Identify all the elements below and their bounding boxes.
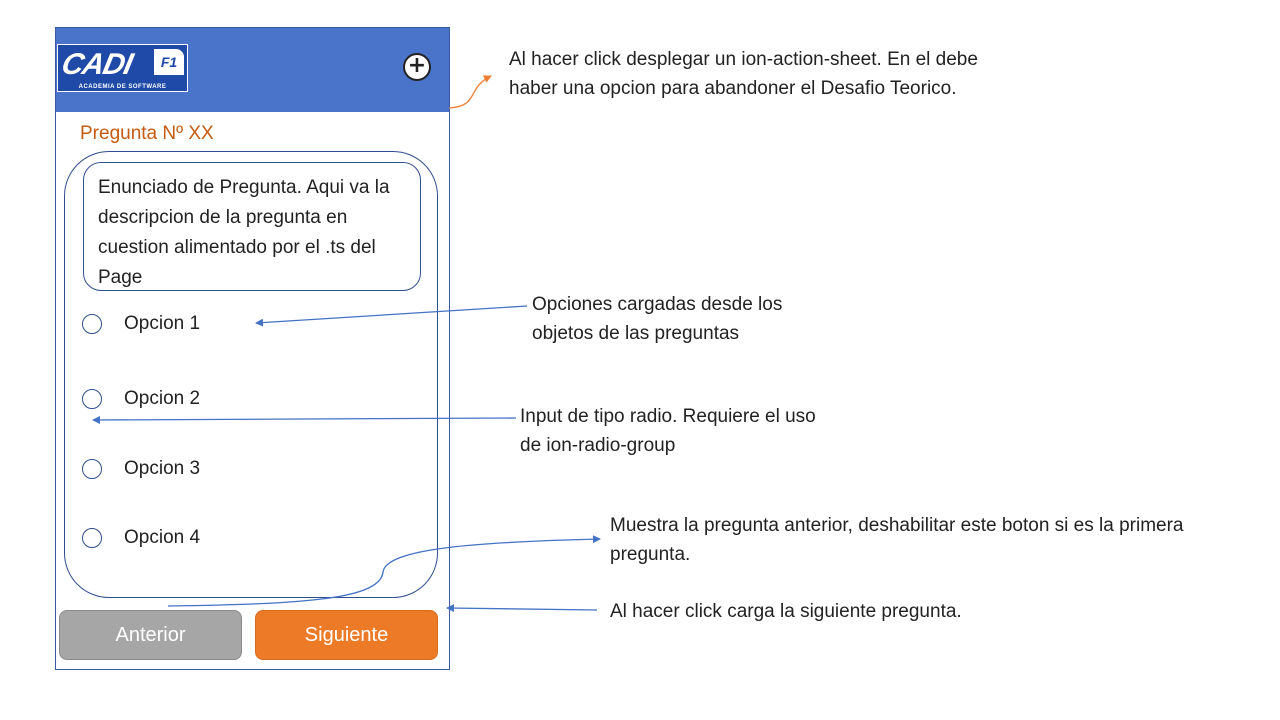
option-3[interactable]: Opcion 3 xyxy=(82,456,200,482)
option-2[interactable]: Opcion 2 xyxy=(82,386,200,412)
radio-icon[interactable] xyxy=(82,459,102,479)
annotation-options-loaded: Opciones cargadas desde los objetos de l… xyxy=(532,294,783,344)
logo-subtitle: ACADEMIA DE SOFTWARE xyxy=(78,84,167,90)
question-statement: Enunciado de Pregunta. Aqui va la descri… xyxy=(83,162,421,291)
option-label: Opcion 4 xyxy=(124,527,201,548)
option-4[interactable]: Opcion 4 xyxy=(82,525,200,551)
connector-action-sheet xyxy=(448,75,492,109)
radio-icon[interactable] xyxy=(82,528,102,548)
option-label: Opcion 3 xyxy=(124,458,201,479)
annotation-next-button: Al hacer click carga la siguiente pregun… xyxy=(610,601,962,622)
logo-badge: F1 xyxy=(154,49,184,75)
plus-icon[interactable]: + xyxy=(403,53,431,81)
radio-icon[interactable] xyxy=(82,314,102,334)
phone-mockup: CADI F1 ACADEMIA DE SOFTWARE + Pregunta … xyxy=(55,27,450,670)
logo-text: CADI xyxy=(58,48,135,81)
previous-button[interactable]: Anterior xyxy=(59,610,242,660)
connector-next xyxy=(446,604,598,613)
option-label: Opcion 2 xyxy=(124,388,201,409)
annotation-radio-input: Input de tipo radio. Requiere el uso de … xyxy=(520,406,816,456)
app-header: CADI F1 ACADEMIA DE SOFTWARE + xyxy=(56,28,449,112)
question-title: Pregunta Nº XX xyxy=(80,123,214,144)
annotation-previous-button: Muestra la pregunta anterior, deshabilit… xyxy=(610,515,1184,565)
option-1[interactable]: Opcion 1 xyxy=(82,311,200,337)
option-label: Opcion 1 xyxy=(124,313,201,334)
radio-icon[interactable] xyxy=(82,389,102,409)
cadi-logo: CADI F1 ACADEMIA DE SOFTWARE xyxy=(57,44,188,92)
next-button[interactable]: Siguiente xyxy=(255,610,438,660)
annotation-action-sheet: Al hacer click desplegar un ion-action-s… xyxy=(509,49,978,99)
